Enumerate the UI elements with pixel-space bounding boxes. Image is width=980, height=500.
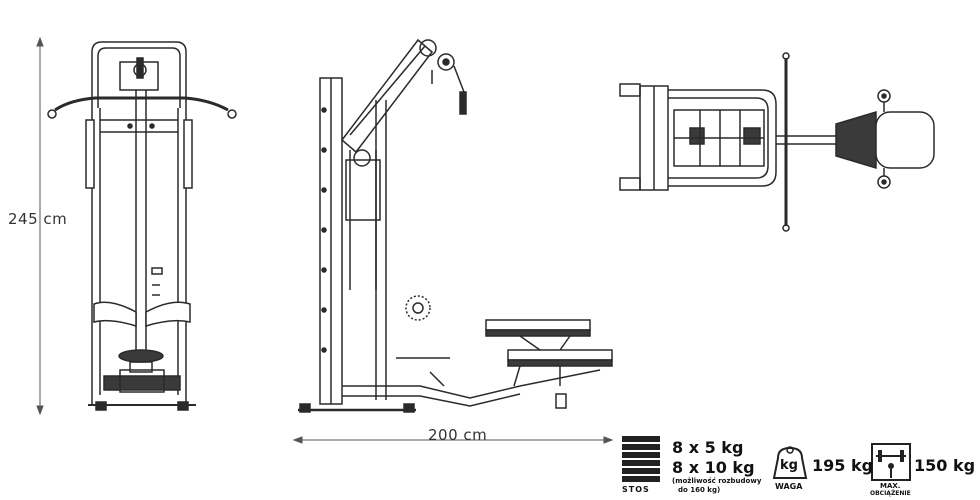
front-view (47, 41, 237, 411)
length-label: 200 cm (428, 426, 488, 444)
weight-icon-glyph: kg (780, 458, 798, 473)
max-load-icon (871, 443, 911, 481)
height-dimension-line (36, 36, 44, 416)
length-dimension-line (292, 436, 614, 444)
max-icon-label-line-1: MAX. (880, 482, 901, 490)
stack-note-line-1: (możliwość rozbudowy (672, 477, 762, 485)
weight-value: 195 kg (812, 456, 874, 475)
max-value: 150 kg (914, 456, 976, 475)
side-view (298, 38, 613, 413)
stack-icon-label: STOS (622, 485, 650, 494)
weight-icon-label: WAGA (775, 482, 803, 491)
max-icon-label-line-2: OBCIĄŻENIE (870, 490, 911, 497)
top-view (619, 52, 935, 232)
weight-stack-icon (622, 436, 660, 482)
stack-line-2: 8 x 10 kg (672, 458, 755, 477)
stack-line-1: 8 x 5 kg (672, 438, 744, 457)
stack-note-line-2: do 160 kg) (678, 486, 721, 494)
kg-weight-icon (772, 446, 808, 479)
height-label: 245 cm (8, 210, 68, 228)
